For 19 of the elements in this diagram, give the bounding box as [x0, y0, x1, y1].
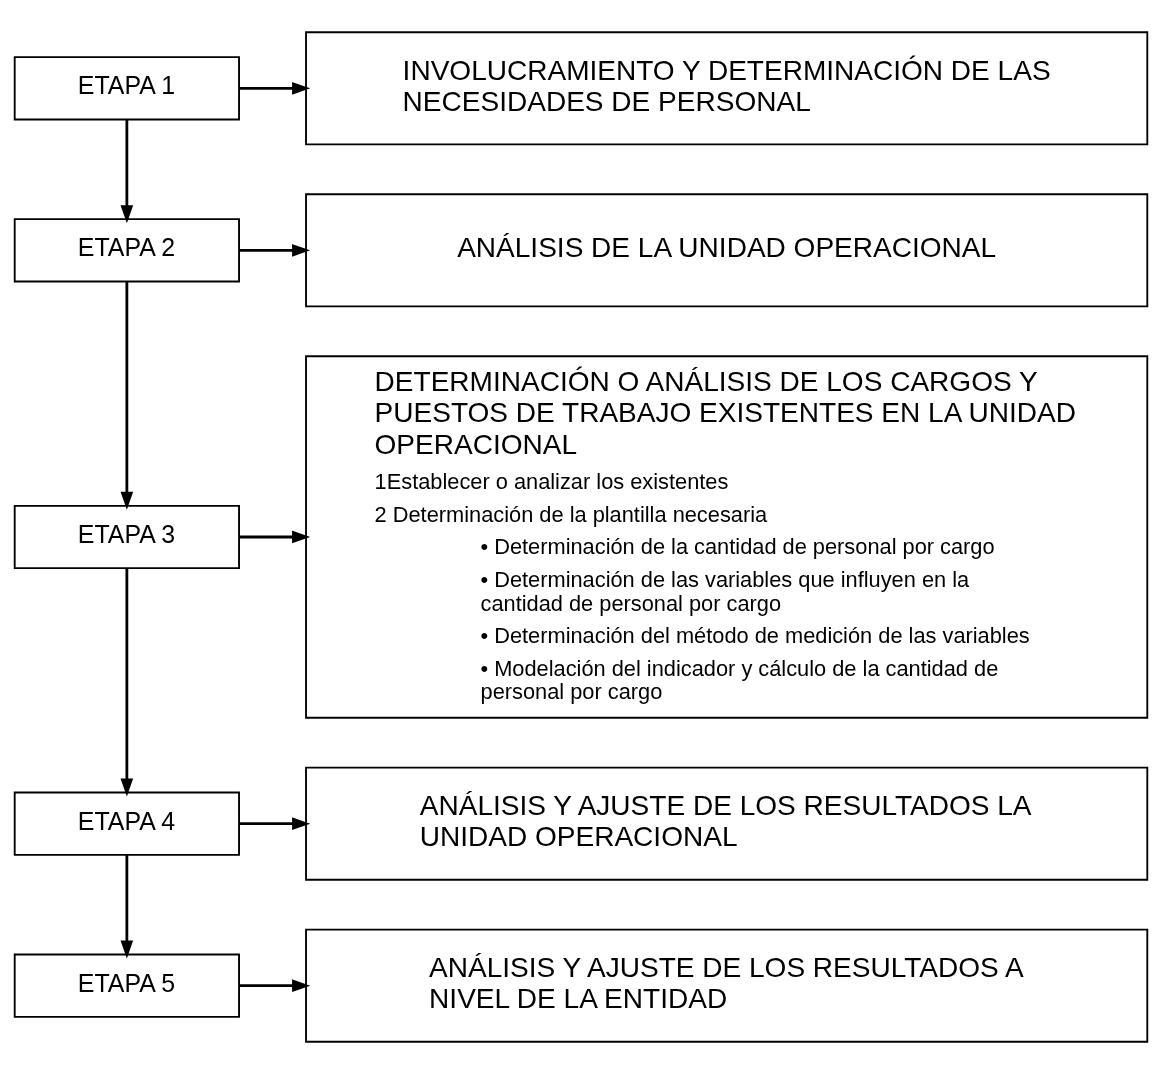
arrow — [120, 854, 134, 959]
node-box: ANÁLISIS DE LA UNIDAD OPERACIONAL — [305, 192, 1149, 307]
arrow — [239, 816, 311, 830]
arrow — [120, 281, 134, 510]
node-box: ANÁLISIS Y AJUSTE DE LOS RESULTADOS LA UNIDAD OPERACIONAL — [305, 766, 1149, 881]
node-box: INVOLUCRAMIENTO Y DETERMINACIÓN DE LAS NECESIDADES DE PERSONAL — [305, 30, 1149, 145]
node-box: ETAPA 3 — [13, 504, 240, 569]
node-box: ETAPA 4 — [13, 791, 240, 856]
arrow — [239, 530, 311, 543]
node-box: ETAPA 5 — [13, 953, 240, 1018]
arrow — [239, 81, 311, 95]
node-box: ETAPA 1 — [13, 55, 240, 120]
node-box: ETAPA 2 — [13, 217, 240, 282]
arrow — [120, 119, 134, 223]
node-box: DETERMINACIÓN O ANÁLISIS DE LOS CARGOS Y PUESTOS DE TRABAJO EXISTENTES EN LA UNIDAD OPERACIONAL 1Establecer o analizar los existentes 2 Determinación de la plantilla necesaria • Determinación de la cantidad de personal por cargo • Determinación de las variables que influyen en la cantidad de personal por cargo • Determinación del método de medición de las variables • Modelación del indicador y cálculo de la cantidad de personal por cargo — [305, 354, 1149, 719]
node-box: ANÁLISIS Y AJUSTE DE LOS RESULTADOS A NIVEL DE LA ENTIDAD — [305, 928, 1149, 1043]
arrow — [239, 243, 311, 257]
arrow — [239, 978, 311, 992]
arrow — [120, 567, 134, 796]
